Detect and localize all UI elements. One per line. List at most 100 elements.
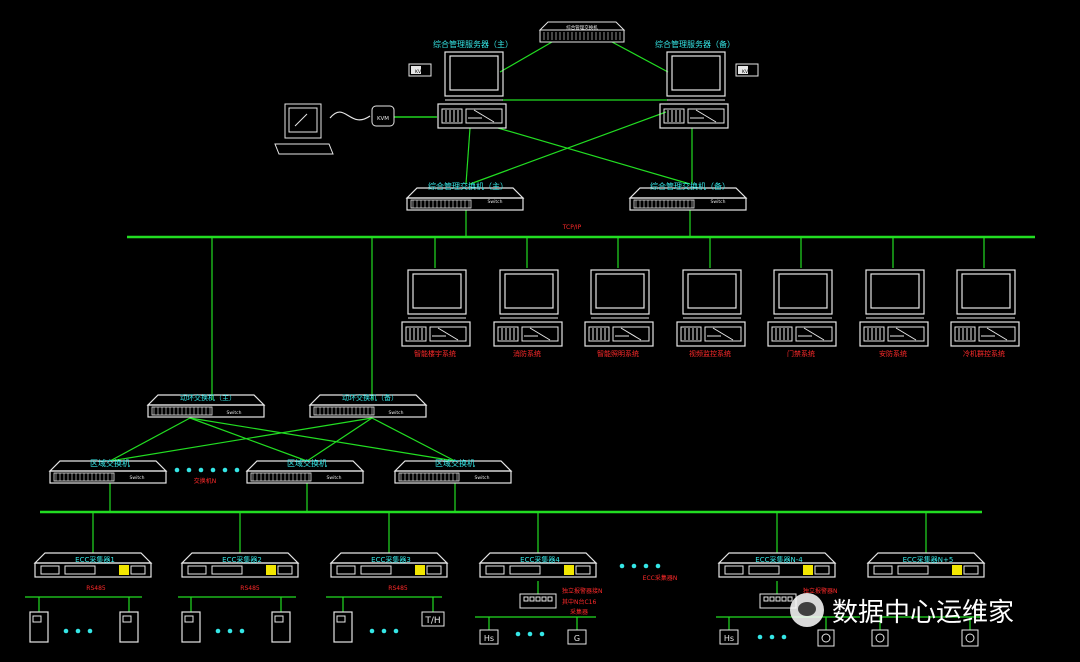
server-main-cpu: [437, 103, 507, 129]
field-sensor-label: Hs: [484, 634, 494, 643]
alarm-box-ports: [763, 596, 793, 602]
sensor-ellipsis-dot: [215, 628, 221, 634]
watermark: 数据中心运维家: [790, 588, 1070, 632]
area-switch-ellipsis-dot: [222, 467, 228, 473]
sensor-ellipsis-dot: [515, 631, 521, 637]
subsystem-monitor: [773, 269, 833, 319]
subsystem-label: 门禁系统: [787, 349, 815, 358]
detector-sensor: [817, 629, 835, 647]
server-main-monitor: [444, 51, 504, 101]
area-switch-ellipsis-dot: [174, 467, 180, 473]
ring-switch-backup-label: 动环交换机（备）: [342, 393, 398, 402]
subsystem-label: 智能照明系统: [597, 349, 639, 358]
alarm-sub-label: 其中N台C16: [562, 598, 596, 606]
subsystem-cpu: [676, 321, 746, 347]
sensor-ellipsis-dot: [63, 628, 69, 634]
mgmt-switch-main-text: Switch: [488, 199, 503, 205]
detector-sensor: [961, 629, 979, 647]
server-main-to-switch-main: [465, 127, 471, 185]
workstation-glare: [294, 113, 308, 127]
workstation-cable: [329, 111, 371, 121]
area-switch-count-label: 交换机N: [194, 477, 217, 485]
area-switch-ellipsis-dot: [198, 467, 204, 473]
area-switch-text: Switch: [327, 475, 342, 481]
ring-switch-main-label: 动环交换机（主）: [180, 393, 236, 402]
subsystem-cpu: [859, 321, 929, 347]
collector-label: ECC采集器2: [222, 555, 262, 564]
kvm-module-label: KVM: [415, 69, 425, 75]
sensor-ellipsis-dot: [227, 628, 233, 634]
field-sensor-label: G: [574, 634, 580, 643]
field-sensor-label: Hs: [724, 634, 734, 643]
ring-area-link: [189, 417, 456, 462]
kvm-module-body: [408, 63, 432, 77]
workstation-screen: [288, 107, 318, 133]
workstation-monitor: [284, 103, 322, 139]
mgmt-switch-main: [406, 187, 524, 211]
top-switch-ports: [543, 32, 621, 40]
th-sensor-label: T/H: [424, 616, 440, 626]
watermark-text: 数据中心运维家: [832, 597, 1015, 628]
ring-switch-backup-text: Switch: [389, 410, 404, 416]
alarm-box-ports: [523, 596, 553, 602]
mgmt-switch-backup-text: Switch: [711, 199, 726, 205]
subsystem-cpu: [584, 321, 654, 347]
alarm-box: [519, 593, 557, 609]
subsystem-cpu: [950, 321, 1020, 347]
subsystem-cpu: [767, 321, 837, 347]
area-switch-label: 区域交换机: [287, 458, 327, 468]
collector-count-label: ECC采集器N: [643, 574, 678, 582]
th-sensor: [421, 611, 445, 627]
sensor-cabinet: [271, 611, 291, 643]
sensor-ellipsis-dot: [239, 628, 245, 634]
collector-ellipsis-dot: [643, 563, 649, 569]
sensor-ellipsis-dot: [539, 631, 545, 637]
server-backup-to-switch-main: [469, 111, 667, 185]
sensor-ellipsis-dot: [769, 634, 775, 640]
rs485-label: RS485: [86, 585, 106, 592]
subsystem-cpu: [493, 321, 563, 347]
sensor-ellipsis-dot: [393, 628, 399, 634]
collector-ellipsis-dot: [631, 563, 637, 569]
kvm-module-port: [738, 66, 748, 74]
ring-area-link: [371, 417, 456, 462]
collector-ellipsis-dot: [655, 563, 661, 569]
field-sensor: [567, 629, 587, 645]
alarm-sub-label: 独立报警器N: [803, 587, 838, 595]
detector-sensor-dot: [875, 633, 885, 643]
collector-label: ECC采集器1: [75, 555, 115, 564]
subsystem-monitor: [956, 269, 1016, 319]
sensor-ellipsis-dot: [75, 628, 81, 634]
sensor-ellipsis-dot: [381, 628, 387, 634]
sensor-ellipsis-dot: [87, 628, 93, 634]
top-switch-label: 综合管理交换机: [566, 24, 598, 31]
alarm-sub-label: 独立报警器接N: [562, 587, 603, 595]
detector-sensor-dot: [821, 633, 831, 643]
subsystem-label: 视频监控系统: [689, 349, 731, 358]
field-sensor: [479, 629, 499, 645]
kvm-module-backup: [735, 63, 759, 77]
alarm-box-body: [519, 593, 557, 609]
area-switch-label: 区域交换机: [435, 458, 475, 468]
subsystem-cpu: [401, 321, 471, 347]
sensor-ellipsis-dot: [757, 634, 763, 640]
collector-ellipsis-dot: [619, 563, 625, 569]
top-switch-front: [539, 29, 625, 43]
subsystem-monitor: [499, 269, 559, 319]
collector-label: ECC采集器3: [371, 555, 411, 564]
rs485-label: RS485: [388, 585, 408, 592]
kvm-module-main: [408, 63, 432, 77]
sensor-ellipsis-dot: [527, 631, 533, 637]
subsystem-label: 冷机群控系统: [963, 349, 1005, 358]
area-switch-ellipsis-dot: [234, 467, 240, 473]
area-switch-label: 区域交换机: [90, 458, 130, 468]
collector-label: ECC采集器4: [520, 555, 560, 564]
kvm-switch-body: [371, 105, 395, 127]
area-switch-ellipsis-dot: [186, 467, 192, 473]
sensor-cabinet: [333, 611, 353, 643]
server-backup-cpu: [659, 103, 729, 129]
server-backup-label: 综合管理服务器（备）: [655, 39, 735, 49]
field-sensor: [719, 629, 739, 645]
